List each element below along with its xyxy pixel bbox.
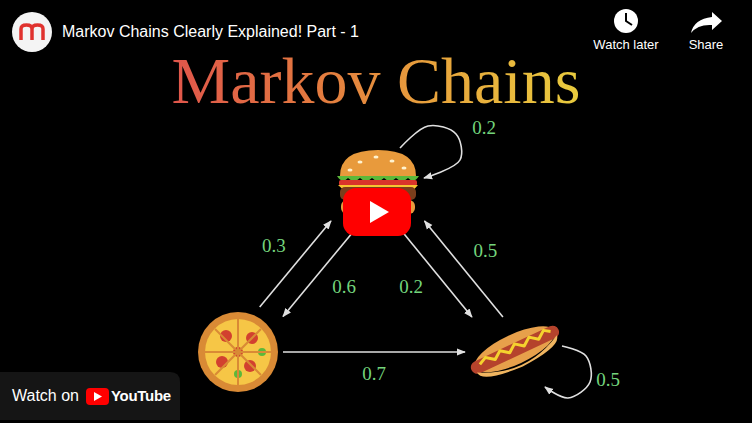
hotdog-icon [465,315,566,386]
hotdog-state [470,322,562,382]
transition-probability: 0.2 [469,118,499,139]
transition-arrow [283,221,362,316]
transition-probability: 0.5 [593,370,623,391]
pizza-state [198,312,278,392]
play-button [343,188,411,236]
watch-later-icon [614,9,638,33]
self-transition-arrow [400,126,462,178]
watch-on-panel [0,372,180,420]
transition-probability: 0.2 [396,276,426,297]
transition-probability: 0.3 [259,236,289,257]
youtube-logo-icon [86,388,109,405]
video-title: Markov Chains Clearly Explained! Part - … [62,22,359,41]
burger-state [336,150,420,216]
button-label: Watch later [593,37,658,53]
transition-arrow [425,221,503,317]
diagram-title: Markov Chains [172,48,581,114]
transition-probability: 0.5 [471,241,501,262]
transition-probability: 0.6 [329,276,359,297]
pizza-icon [198,312,278,392]
youtube-logo-text: YouTube [111,387,171,405]
watch-on-label: Watch on [12,386,79,405]
share-icon [691,12,722,33]
transition-arrow [283,351,465,353]
transition-arrow [394,221,472,317]
channel-avatar [12,12,52,52]
transition-arrow [260,221,331,307]
button-label: Share [689,37,724,53]
self-transition-arrow [545,346,591,398]
transition-probability: 0.7 [359,364,389,385]
